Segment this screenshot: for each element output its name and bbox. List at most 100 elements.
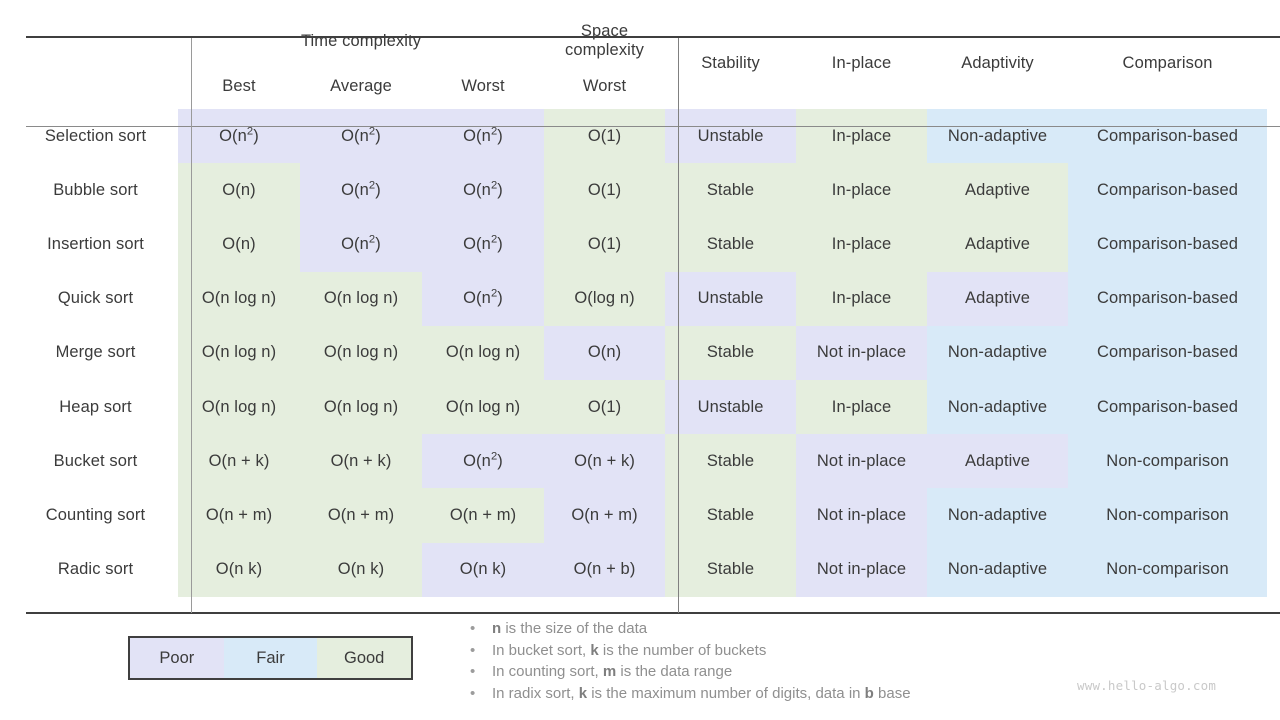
table-cell: O(n2) (422, 109, 545, 164)
header-time-complexity: Time complexity (300, 31, 422, 50)
sorting-comparison-table: Time complexity Space complexity Stabili… (13, 18, 1268, 597)
header-corner-blank (13, 18, 178, 64)
exponent: 2 (246, 125, 254, 138)
table-cell: O(n log n) (422, 379, 545, 435)
table-vertical-divider-left (191, 38, 192, 613)
row-algorithm-name: Quick sort (13, 271, 178, 326)
table-cell: Stable (665, 163, 797, 218)
row-algorithm-name: Merge sort (13, 325, 178, 380)
table-cell: In-place (796, 163, 928, 218)
row-algorithm-name: Selection sort (13, 109, 178, 164)
exponent: 2 (490, 179, 498, 192)
table-cell: Stable (665, 434, 797, 489)
table-cell: Not in-place (796, 325, 928, 380)
header-worst-time: Worst (461, 77, 505, 95)
table-cell: Not in-place (796, 488, 928, 543)
bullet-icon: • (470, 663, 476, 680)
table-cell: In-place (796, 109, 928, 164)
table-cell: O(n2) (300, 163, 422, 218)
footnote-text: In bucket sort, k is the number of bucke… (492, 641, 767, 659)
table-cell: Comparison-based (1068, 217, 1268, 272)
table-cell: O(n k) (300, 542, 422, 597)
header-in-place: In-place (831, 54, 892, 72)
table-cell: Not in-place (796, 434, 928, 489)
table-bottom-border (26, 612, 1280, 614)
table-cell: O(1) (544, 163, 666, 218)
table-cell: O(n log n) (300, 325, 422, 380)
table-cell: O(n + m) (422, 488, 545, 543)
table-cell: O(n + k) (178, 434, 300, 489)
header-best: Best (222, 77, 256, 95)
table-cell: O(n2) (300, 109, 422, 164)
footnote-item: •In counting sort, m is the data range (470, 661, 1060, 683)
exponent: 2 (368, 125, 376, 138)
table-header-divider (26, 126, 1280, 127)
table-cell: O(1) (544, 379, 666, 435)
table-cell: Stable (665, 217, 797, 272)
header-worst-space: Worst (582, 77, 627, 95)
table-cell: O(1) (544, 109, 666, 164)
table-cell: Non-adaptive (927, 488, 1069, 543)
header-sub-row: Best Average Worst Worst (13, 64, 1267, 109)
exponent: 2 (490, 125, 498, 138)
exponent: 2 (490, 287, 498, 300)
row-algorithm-name: Bucket sort (13, 434, 178, 489)
row-algorithm-name: Insertion sort (13, 217, 178, 272)
table-cell: Non-adaptive (927, 379, 1069, 435)
exponent: 2 (490, 233, 498, 246)
header-comparison: Comparison (1122, 54, 1213, 72)
header-adaptivity: Adaptivity (961, 54, 1034, 72)
table-cell: Comparison-based (1068, 379, 1268, 435)
table-cell: O(n + k) (544, 434, 666, 489)
table-cell: O(n) (178, 217, 300, 272)
row-algorithm-name: Radic sort (13, 542, 178, 597)
table-cell: O(log n) (544, 271, 666, 326)
footnote-text: In radix sort, k is the maximum number o… (492, 684, 911, 702)
table-cell: O(n + b) (544, 542, 666, 597)
table-cell: Comparison-based (1068, 163, 1268, 218)
table-cell: In-place (796, 217, 928, 272)
comparison-table-container: Time complexity Space complexity Stabili… (13, 18, 1280, 614)
footnote-item: • In bucket sort, k is the number of buck… (470, 640, 1060, 662)
table-cell: O(n2) (422, 271, 545, 326)
table-cell: Non-adaptive (927, 542, 1069, 597)
table-cell: Adaptive (927, 217, 1069, 272)
header-group-row: Time complexity Space complexity Stabili… (13, 18, 1267, 72)
table-cell: Stable (665, 488, 797, 543)
table-cell: O(n log n) (300, 271, 422, 326)
table-cell: Not in-place (796, 542, 928, 597)
table-cell: Non-adaptive (927, 109, 1069, 164)
table-cell: O(n) (178, 163, 300, 218)
table-cell: In-place (796, 379, 928, 435)
table-cell: Adaptive (927, 434, 1069, 489)
table-cell: O(n2) (422, 163, 545, 218)
table-cell: Unstable (665, 379, 797, 435)
table-cell: Unstable (665, 109, 797, 164)
header-average: Average (330, 77, 392, 95)
row-algorithm-name: Heap sort (13, 379, 178, 435)
table-cell: O(n + m) (178, 488, 300, 543)
header-stability: Stability (701, 54, 760, 72)
table-top-border (26, 36, 1280, 38)
table-header: Time complexity Space complexity Stabili… (13, 18, 1267, 109)
table-cell: O(n2) (300, 217, 422, 272)
footnote-item: •In radix sort, k is the maximum number … (470, 683, 1060, 705)
footnote-text: n is the size of the data (492, 620, 648, 637)
exponent: 2 (490, 450, 498, 463)
legend-item-poor: Poor (130, 638, 224, 678)
table-cell: O(n) (544, 325, 666, 380)
bullet-icon: • (470, 641, 476, 659)
table-cell: O(n2) (178, 109, 300, 164)
table-vertical-divider-right (678, 38, 679, 613)
table-cell: O(n + m) (300, 488, 422, 543)
table-cell: Adaptive (927, 271, 1069, 326)
